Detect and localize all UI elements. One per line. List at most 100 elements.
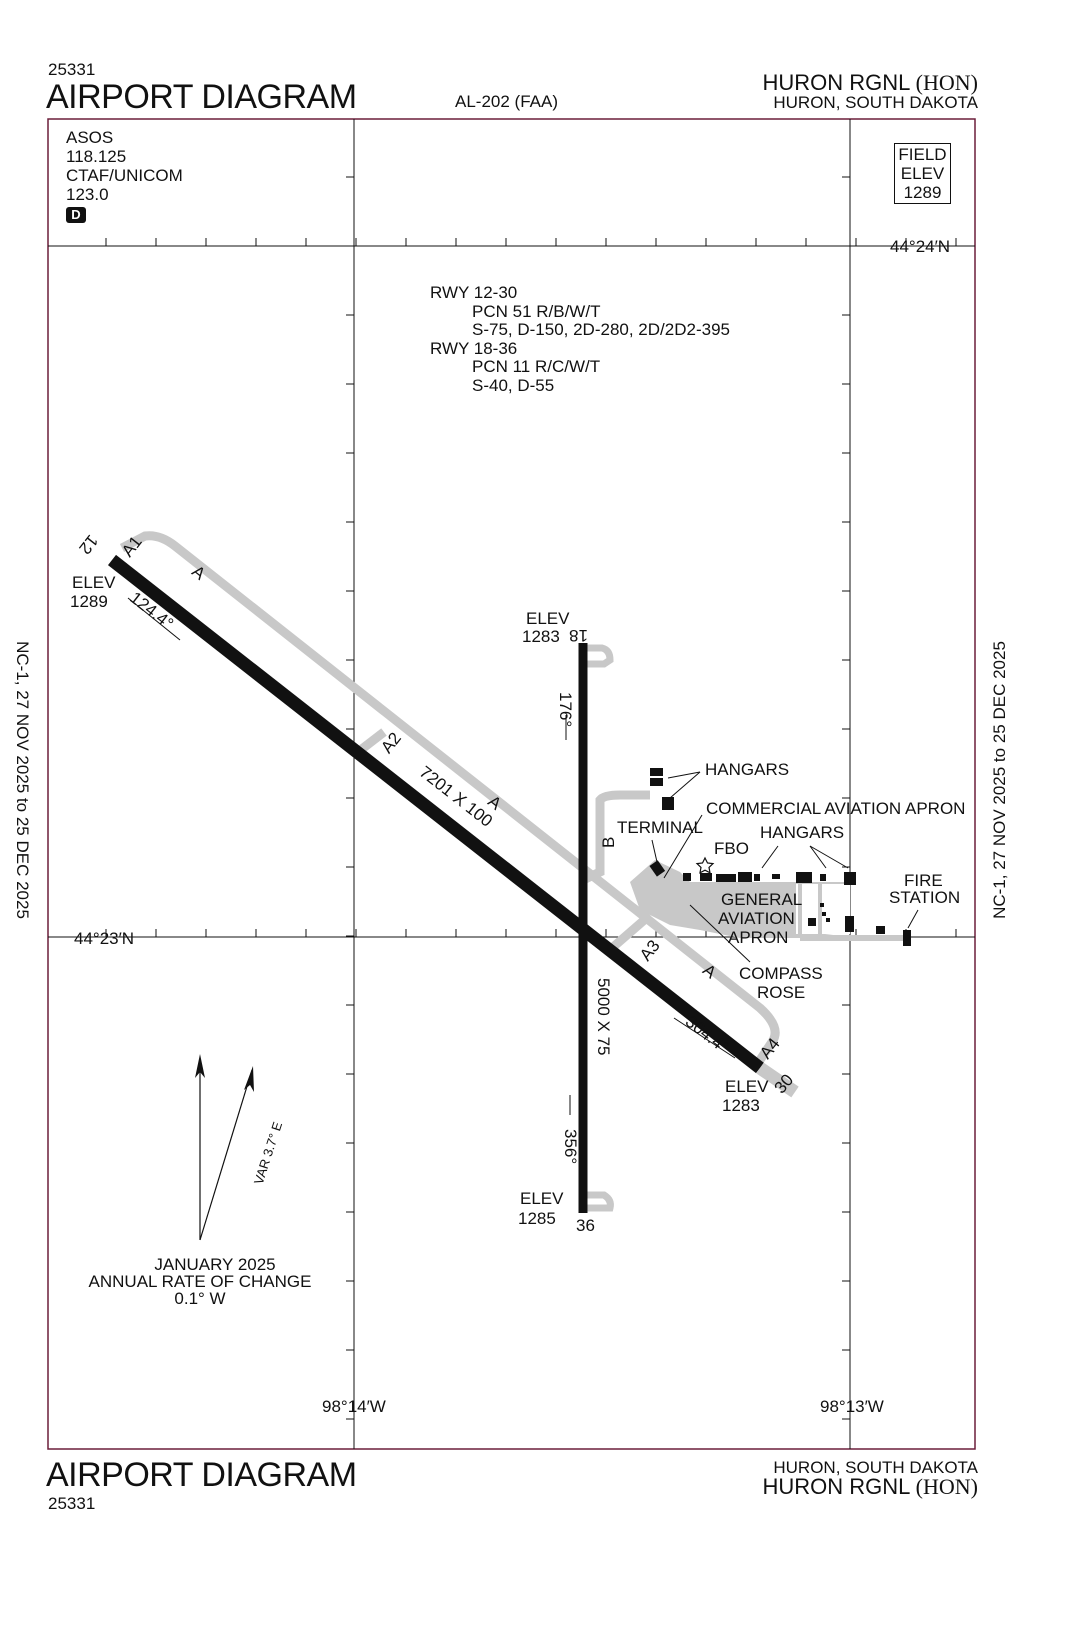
rwy36-heading: 356° — [561, 1129, 580, 1164]
ga-hangar-6 — [876, 926, 885, 934]
hangar-row-8 — [844, 872, 856, 885]
airport-id-text: (HON) — [915, 70, 978, 95]
commercial-leader — [663, 814, 703, 879]
fire-station-label-1: FIRE — [904, 871, 943, 890]
hangar-1b — [650, 778, 663, 786]
asos-label: ASOS — [66, 128, 114, 147]
hangar-row-3 — [738, 872, 752, 882]
d-badge: D — [66, 207, 86, 223]
leader-lines — [127, 597, 919, 1241]
airport-name-bottom-text: HURON RGNL — [762, 1474, 910, 1499]
hangar-row-7 — [820, 874, 826, 881]
rwy36-elev-value: 1285 — [518, 1209, 556, 1228]
compass-leader — [689, 904, 751, 963]
lat-label-mid: 44°23′N — [74, 929, 134, 948]
airport-name-top: HURON RGNL (HON) — [762, 70, 978, 96]
fbo-label: FBO — [714, 839, 749, 858]
lon-label-left: 98°14′W — [322, 1397, 386, 1416]
magnetic-north-arrow-icon — [244, 1066, 254, 1092]
rwy-12-30-title: RWY 12-30 — [430, 283, 518, 302]
hangars-label-2: HANGARS — [760, 823, 844, 842]
hangar-2 — [662, 797, 674, 810]
ga-hangar-5 — [845, 916, 854, 932]
hangar-row-4 — [754, 874, 760, 881]
chart-number-bottom: 25331 — [48, 1494, 96, 1513]
buildings — [649, 768, 911, 946]
hdg124-arrow — [127, 597, 181, 641]
lon-label-right: 98°13′W — [820, 1397, 884, 1416]
asos-freq: 118.125 — [66, 147, 127, 166]
taxiway-b-label: B — [599, 837, 618, 848]
chart-number-top: 25331 — [48, 60, 96, 79]
rwy-18-36-pcn: PCN 11 R/C/W/T — [472, 357, 601, 376]
rwy36-end-label: 36 — [576, 1216, 595, 1235]
taxiway-a — [119, 531, 780, 1063]
compass-rose-label-2: ROSE — [757, 983, 805, 1002]
rwy30-elev-label: ELEV — [725, 1077, 769, 1096]
rwy18-elev-value: 1283 — [522, 627, 560, 646]
rwy12-elev-value: 1289 — [70, 592, 108, 611]
field-elev-line2: ELEV — [900, 164, 945, 183]
ga-apron-label-1: GENERAL — [721, 890, 802, 909]
hangars-label-1: HANGARS — [705, 760, 789, 779]
chart-frame — [47, 118, 976, 1450]
magvar-label: VAR 3.7° E — [251, 1120, 285, 1187]
hangar-row-1 — [683, 873, 691, 881]
hangars2-leader-b — [809, 845, 827, 869]
airport-id-bottom-text: (HON) — [915, 1474, 978, 1499]
taxiway-a3-connector — [609, 911, 653, 952]
airport-name-bottom: HURON RGNL (HON) — [762, 1474, 978, 1500]
rwy12-elev-label: ELEV — [72, 573, 116, 592]
ga-taxilanes — [798, 884, 822, 934]
ctaf-freq: 123.0 — [66, 185, 109, 204]
footer-title: AIRPORT DIAGRAM — [46, 1456, 357, 1494]
fbo-building — [700, 873, 712, 881]
terminal-building — [649, 860, 666, 877]
runway-info: RWY 12-30 PCN 51 R/B/W/T S-75, D-150, 2D… — [430, 283, 730, 395]
rwy-18-36-title: RWY 18-36 — [430, 338, 518, 358]
hangar-row-2 — [716, 874, 736, 882]
page-title: AIRPORT DIAGRAM — [46, 78, 357, 116]
rwy36-elev-label: ELEV — [520, 1189, 564, 1208]
runway-30-overrun — [756, 1062, 799, 1098]
rwy18-36-dims: 5000 X 75 — [594, 978, 613, 1056]
hangars1-leader-b — [669, 771, 701, 799]
magvar-line1: JANUARY 2025 — [154, 1255, 275, 1274]
location-bottom: HURON, SOUTH DAKOTA — [773, 1458, 978, 1477]
ga-hangar-1 — [808, 918, 816, 926]
rwy18-turnaround — [583, 644, 614, 668]
field-elev-value: 1289 — [903, 183, 942, 202]
ga-hangar-4 — [826, 918, 830, 922]
field-elev-box: FIELD ELEV 1289 — [894, 143, 951, 204]
magvar-line3: 0.1° W — [174, 1289, 225, 1308]
hangar-row-5 — [772, 874, 780, 879]
runway-12-30 — [107, 554, 765, 1074]
ga-apron-label-2: AVIATION — [718, 909, 795, 928]
taxiway-b — [581, 790, 650, 885]
ga-hangar-2 — [820, 903, 824, 907]
hangars1-leader-a — [667, 771, 701, 779]
rwy18-heading: 176° — [556, 692, 575, 727]
magnetic-north-line — [199, 1069, 253, 1241]
field-elev-line1: FIELD — [898, 145, 947, 164]
magvar-line2: ANNUAL RATE OF CHANGE — [89, 1272, 312, 1291]
lat-label-top: 44°24′N — [890, 237, 950, 256]
fire-station-label-2: STATION — [889, 888, 960, 907]
rwy18-elev-label: ELEV — [526, 609, 570, 628]
rwy12-end-label: 12 — [75, 531, 102, 558]
rwy36-turnaround — [583, 1191, 614, 1212]
airport-name-text: HURON RGNL — [762, 70, 910, 95]
rwy-12-30-pcn: PCN 51 R/B/W/T — [472, 301, 601, 321]
commercial-apron-label: COMMERCIAL AVIATION APRON — [706, 799, 965, 818]
beacon-star-icon — [695, 856, 715, 874]
fire-station-building — [903, 930, 911, 946]
comms-block: ASOS 118.125 CTAF/UNICOM 123.0 D — [66, 128, 183, 223]
rwy-18-36-weights: S-40, D-55 — [472, 375, 555, 395]
compass-rose-label-1: COMPASS — [739, 964, 823, 983]
hangar-1a — [650, 768, 663, 776]
rwy-12-30-weights: S-75, D-150, 2D-280, 2D/2D2-395 — [472, 320, 730, 339]
hangars2-leader-a — [761, 845, 779, 869]
ga-hangar-3 — [822, 912, 826, 916]
terminal-label: TERMINAL — [617, 818, 703, 837]
